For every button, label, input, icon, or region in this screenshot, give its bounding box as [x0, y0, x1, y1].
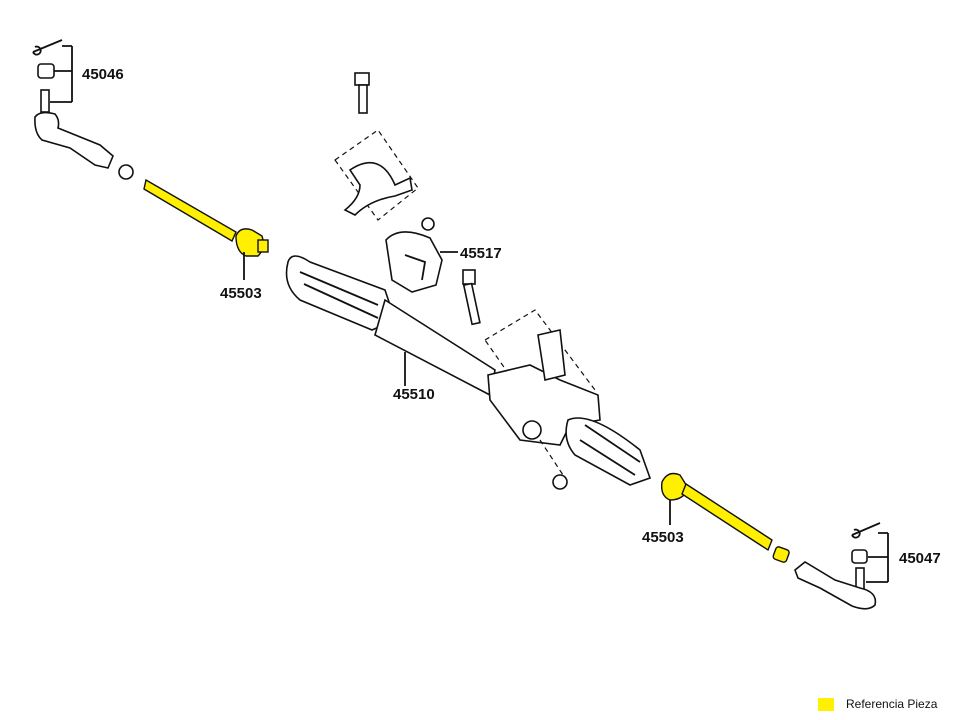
pinion-shaft-icon — [537, 329, 566, 381]
inner-tie-rod-left[interactable] — [143, 178, 269, 257]
castle-nut-icon — [851, 549, 868, 564]
part-label-45503-left[interactable]: 45503 — [220, 285, 262, 302]
nut-icon — [421, 217, 435, 231]
legend: Referencia Pieza — [818, 697, 937, 711]
part-label-45047[interactable]: 45047 — [899, 550, 941, 567]
cotter-pin-icon — [851, 522, 881, 539]
castle-nut-icon — [37, 63, 55, 79]
ball-stud-icon — [40, 89, 50, 113]
inner-tie-rod-right[interactable] — [660, 472, 790, 564]
legend-swatch — [818, 697, 834, 711]
cotter-pin-icon — [32, 39, 63, 56]
part-label-45046[interactable]: 45046 — [82, 66, 124, 83]
part-label-45510[interactable]: 45510 — [393, 386, 435, 403]
clamp-bracket — [334, 72, 435, 231]
nut-icon — [552, 474, 568, 490]
nut-icon — [118, 164, 134, 180]
bushing[interactable] — [385, 231, 443, 293]
part-label-45517[interactable]: 45517 — [460, 245, 502, 262]
tie-rod-end-left[interactable] — [32, 39, 134, 180]
part-label-45503-right[interactable]: 45503 — [642, 529, 684, 546]
rack-assembly[interactable] — [285, 255, 652, 490]
tie-rod-end-right[interactable] — [794, 522, 889, 610]
legend-label: Referencia Pieza — [846, 697, 938, 711]
